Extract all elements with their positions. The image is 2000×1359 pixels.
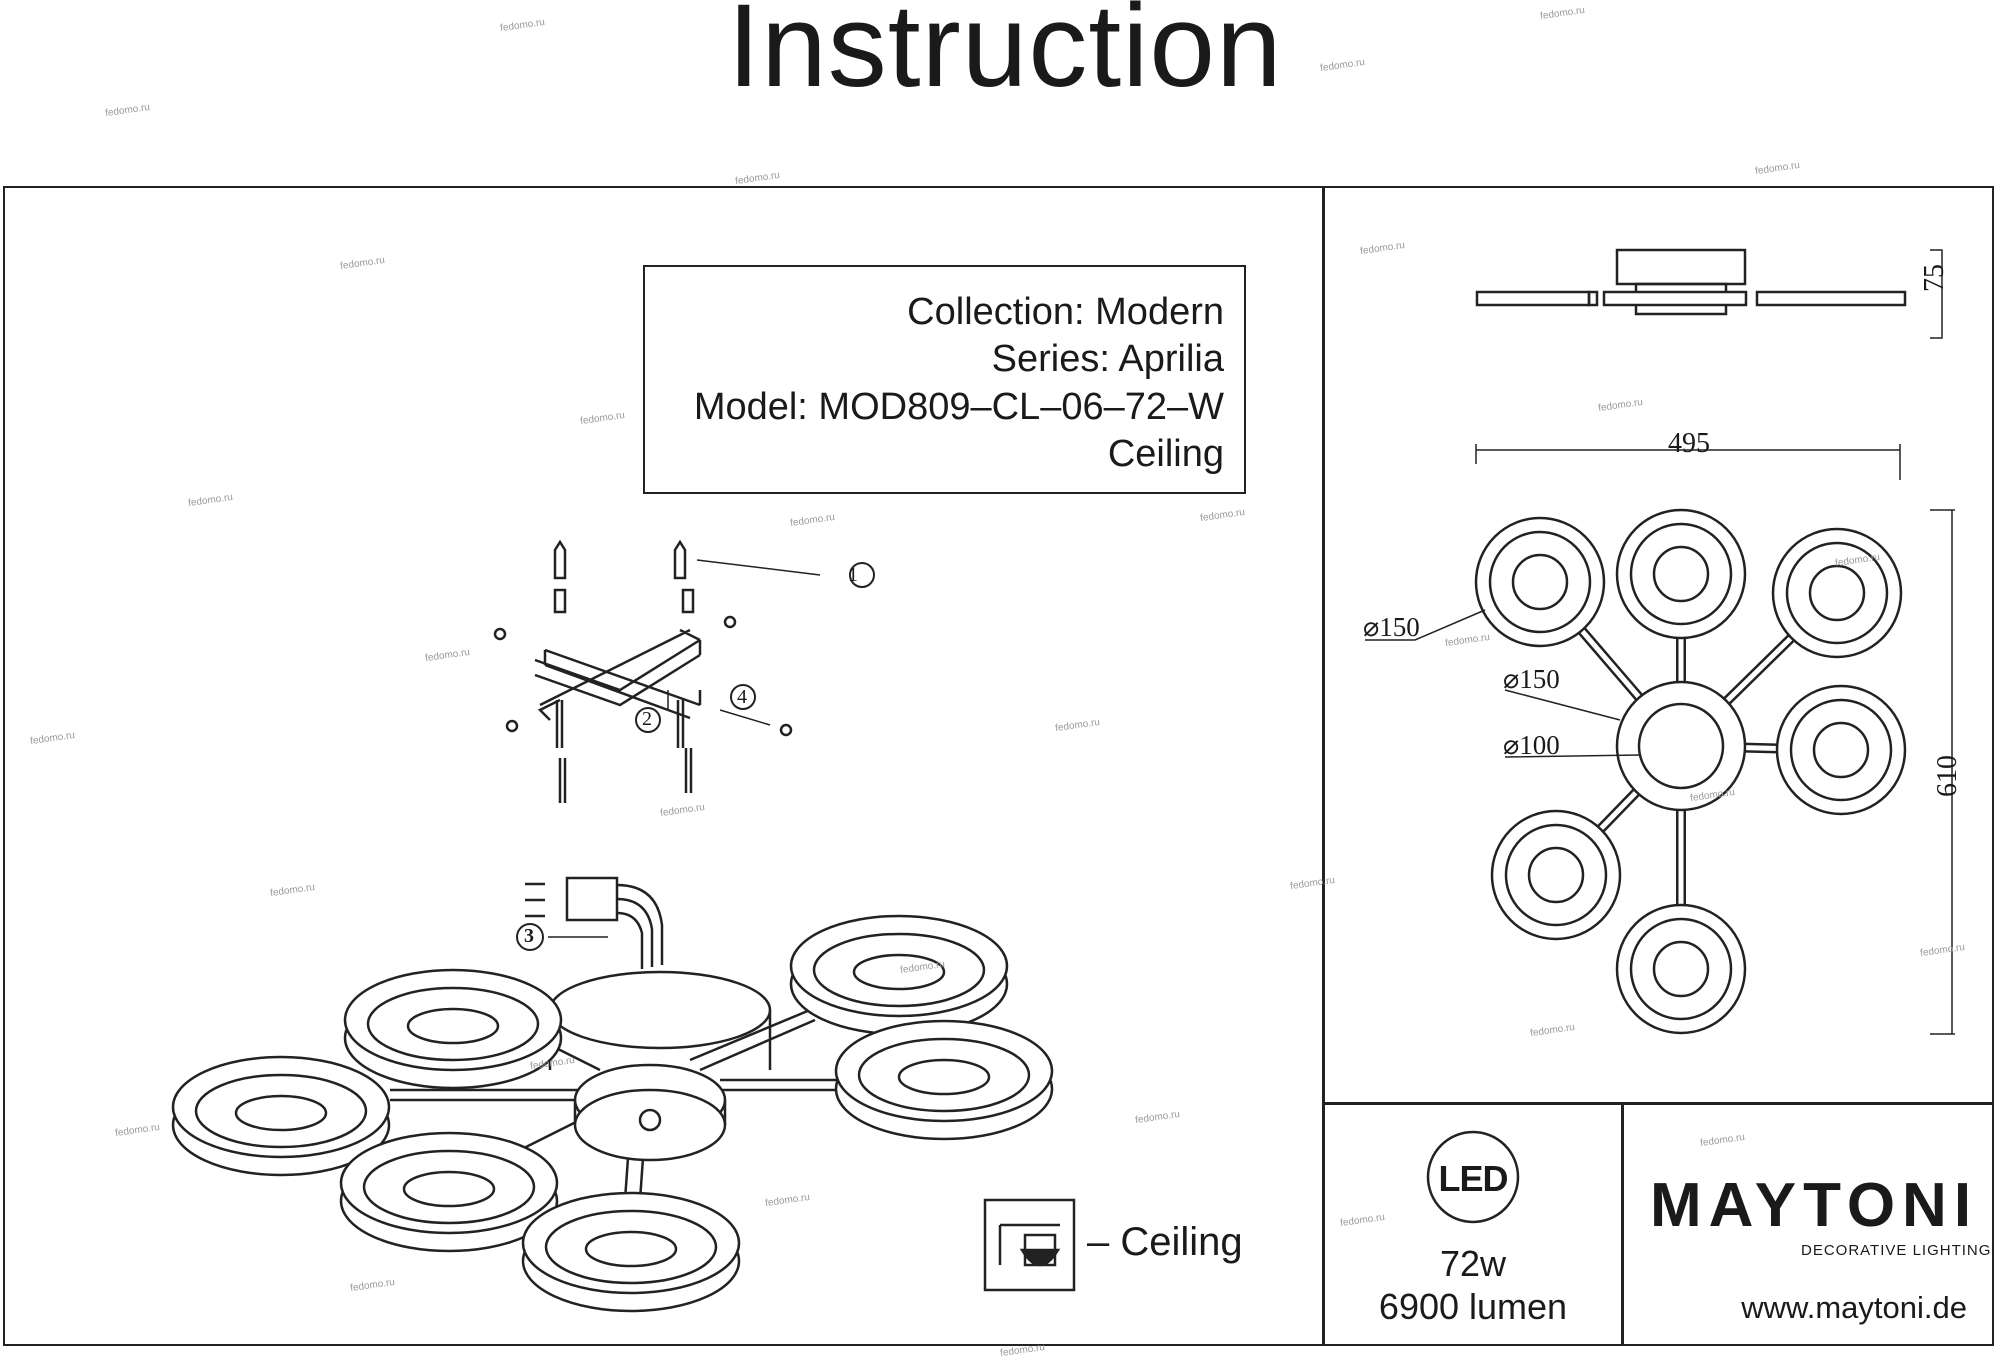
length-dimension <box>1930 509 1955 1035</box>
website-link: www.maytoni.de <box>1741 1290 1967 1325</box>
hub-inner-diameter-label: ⌀100 <box>1503 730 1560 760</box>
footer-divider <box>1621 1102 1624 1346</box>
lamp-ring-perspective <box>834 1019 1054 1141</box>
lamp-ring <box>1771 527 1903 659</box>
lamp-ring-inner <box>1629 917 1733 1021</box>
lamp-ring-perspective <box>521 1191 741 1313</box>
horizontal-divider <box>1322 1102 1994 1105</box>
lamp-ring <box>1490 809 1622 941</box>
lamp-ring <box>1775 684 1907 816</box>
ceiling-legend-label: – Ceiling <box>1087 1220 1243 1264</box>
length-dimension-label: 610 <box>1932 755 1963 797</box>
width-dimension-label: 495 <box>1668 428 1710 459</box>
lamp-ring-perspective <box>171 1055 391 1177</box>
anchor-icon <box>553 539 567 614</box>
mounting-bracket-diagram <box>493 539 875 803</box>
hub-inner <box>1637 702 1725 790</box>
maytoni-logo: MAYTONI <box>1650 1171 1979 1240</box>
callout-1: 1 <box>848 564 858 586</box>
lamp-ring-inner <box>1629 522 1733 626</box>
side-view-drawing <box>1475 248 1943 339</box>
height-dimension-label: 75 <box>1919 264 1950 292</box>
product-info-box: Collection: Modern Series: Aprilia Model… <box>643 265 1246 494</box>
lamp-ring <box>1615 903 1747 1035</box>
anchor-icon <box>673 539 695 614</box>
nut-icon <box>723 615 737 629</box>
lamp-ring-perspective <box>343 968 563 1090</box>
page-title: Instruction <box>727 0 1283 112</box>
led-badge: LED <box>1438 1158 1509 1199</box>
lamp-center <box>1527 846 1585 904</box>
top-view-drawing <box>1474 508 1907 1035</box>
lamp-center <box>1812 721 1870 779</box>
lamp-ring-inner <box>1504 823 1608 927</box>
nut-icon <box>493 627 507 641</box>
hub-diameter-label: ⌀150 <box>1503 664 1560 694</box>
callout-4: 4 <box>737 686 747 708</box>
lamp-perspective-illustration <box>390 970 850 1201</box>
lamp-ring-inner <box>1488 530 1592 634</box>
lamp-center <box>1511 553 1569 611</box>
lamp-center <box>1808 564 1866 622</box>
nut-icon <box>505 719 519 733</box>
terminal-block <box>516 876 664 969</box>
hub-outer <box>1615 680 1747 812</box>
lumen-label: 6900 lumen <box>1378 1286 1568 1327</box>
lamp-ring-perspective <box>789 914 1009 1036</box>
model-label: Model: MOD809–CL–06–72–W <box>693 386 1224 428</box>
lamp-ring <box>1474 516 1606 648</box>
led-badge-circle <box>1426 1130 1520 1224</box>
lamp-center <box>1652 545 1710 603</box>
vertical-divider <box>1322 186 1325 1346</box>
series-label: Series: Aprilia <box>991 338 1224 380</box>
width-dimension <box>1475 444 1901 480</box>
nut-icon <box>779 723 793 737</box>
lamp-ring-inner <box>1785 541 1889 645</box>
callout-3: 3 <box>524 925 534 947</box>
collection-label: Collection: Modern <box>907 291 1224 333</box>
power-label: 72w <box>1439 1243 1507 1284</box>
lamp-diameter-label: ⌀150 <box>1363 612 1420 642</box>
screw-icon <box>676 700 693 793</box>
callout-2: 2 <box>642 708 652 730</box>
lamp-ring-inner <box>1789 698 1893 802</box>
lamp-ring <box>1615 508 1747 640</box>
ceiling-mount-icon <box>983 1198 1076 1292</box>
type-label: Ceiling <box>1107 433 1224 475</box>
brand-tagline: DECORATIVE LIGHTING <box>1801 1242 1992 1259</box>
lamp-ring-perspective <box>339 1131 559 1253</box>
lamp-center <box>1652 940 1710 998</box>
document-frame <box>3 186 1994 1346</box>
screw-icon <box>555 700 567 803</box>
